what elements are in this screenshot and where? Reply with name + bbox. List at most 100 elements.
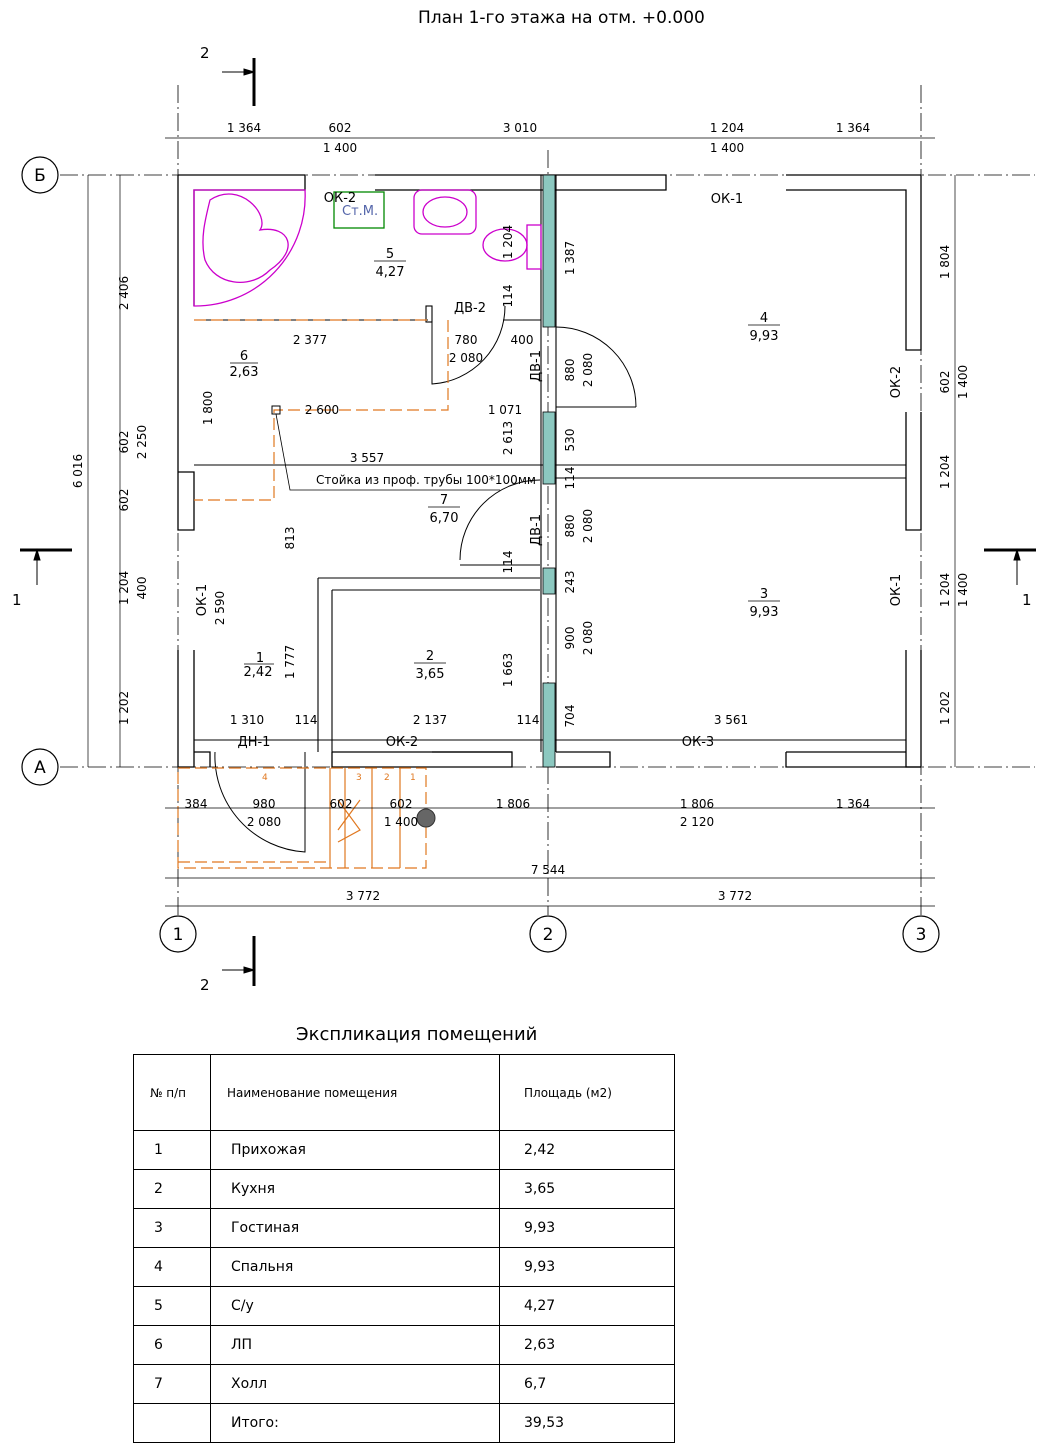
washer-box <box>333 191 385 229</box>
dim-text: 602 <box>117 489 131 512</box>
dim-text: 880 <box>563 359 577 382</box>
dim-text: 900 <box>563 627 577 650</box>
row-number: 5 <box>133 1286 211 1326</box>
dim-text: 1 071 <box>488 403 522 417</box>
dim-text: 3 557 <box>350 451 384 465</box>
dim-text: 1 400 <box>956 573 970 607</box>
row-number: 3 <box>133 1208 211 1248</box>
dim-text: 243 <box>563 571 577 594</box>
dim-text: 980 <box>253 797 276 811</box>
room-number: 1 <box>256 651 264 666</box>
dim-text: 3 010 <box>503 121 537 135</box>
dim-text: 1 204 <box>710 121 744 135</box>
dim-text: 1 364 <box>227 121 261 135</box>
door-swings <box>214 305 637 853</box>
dim-text: 400 <box>135 577 149 600</box>
section-mark-label: 2 <box>200 976 210 994</box>
row-area: 4,27 <box>499 1286 675 1326</box>
row-name: Прихожая <box>210 1130 500 1170</box>
plumbing-fixtures <box>193 189 542 307</box>
dim-text: 1 202 <box>117 691 131 725</box>
room-area: 3,65 <box>416 667 445 682</box>
axis-bubble-1 <box>159 915 197 953</box>
dim-text: 1 364 <box>836 797 870 811</box>
row-number: 4 <box>133 1247 211 1287</box>
row-area: 2,63 <box>499 1325 675 1365</box>
dim-text: 602 <box>330 797 353 811</box>
dim-text: 2 137 <box>413 713 447 727</box>
axis-label-b: Б <box>34 166 46 186</box>
table-row: 4 Спальня 9,93 <box>133 1247 675 1287</box>
axis-bubble-3 <box>902 915 940 953</box>
dim-text: 1 400 <box>710 141 744 155</box>
row-area: 6,7 <box>499 1364 675 1404</box>
dim-text: 6 016 <box>71 454 85 488</box>
leader-line <box>275 413 500 491</box>
dim-text: 1 387 <box>563 241 577 275</box>
room-area: 2,63 <box>230 365 259 380</box>
dim-text: 1 663 <box>501 653 515 687</box>
row-name: Холл <box>210 1364 500 1404</box>
room-number: 4 <box>760 311 768 326</box>
row-area: 3,65 <box>499 1169 675 1209</box>
dim-text: 1 806 <box>496 797 530 811</box>
room-area: 4,27 <box>376 265 405 280</box>
stair-step-number: 1 <box>410 773 416 783</box>
dim-text: 1 204 <box>938 455 952 489</box>
room-area: 2,42 <box>244 665 273 680</box>
dim-text: 1 806 <box>680 797 714 811</box>
dim-text: 7 544 <box>531 863 565 877</box>
dim-text: 3 561 <box>714 713 748 727</box>
explication-table: № п/п Наименование помещения Площадь (м2… <box>133 1054 675 1443</box>
dim-text: 813 <box>283 527 297 550</box>
table-row: 7 Холл 6,7 <box>133 1364 675 1404</box>
dim-text: 1 400 <box>384 815 418 829</box>
row-area: 2,42 <box>499 1130 675 1170</box>
dim-text: 1 400 <box>956 365 970 399</box>
row-number: 7 <box>133 1364 211 1404</box>
explication-title: Экспликация помещений <box>296 1024 538 1045</box>
row-number: 6 <box>133 1325 211 1365</box>
table-total-row: Итого: 39,53 <box>133 1403 675 1443</box>
dim-text: 1 800 <box>201 391 215 425</box>
row-name: Гостиная <box>210 1208 500 1248</box>
room-number: 2 <box>426 649 434 664</box>
table-row: 6 ЛП 2,63 <box>133 1325 675 1365</box>
table-row: 3 Гостиная 9,93 <box>133 1208 675 1248</box>
room-number: 5 <box>386 247 394 262</box>
room-number: 6 <box>240 349 248 364</box>
downpipe <box>416 808 436 828</box>
dim-text: 2 080 <box>449 351 483 365</box>
axis-bubble-b <box>21 156 59 194</box>
dim-text: 602 <box>390 797 413 811</box>
opening-mark: ОК-1 <box>195 584 210 616</box>
axis-bubble-2 <box>529 915 567 953</box>
opening-mark: ОК-1 <box>889 574 904 606</box>
room-area: 9,93 <box>750 605 779 620</box>
stair-step-number: 2 <box>384 773 390 783</box>
dim-text: 2 600 <box>305 403 339 417</box>
room-tags: 1 2,42 2 3,65 3 9,93 4 9,93 5 4,27 6 2,6… <box>230 247 779 682</box>
total-area: 39,53 <box>499 1403 675 1443</box>
opening-mark: ОК-1 <box>711 192 743 207</box>
stair-step-number: 4 <box>262 773 268 783</box>
column-note: Стойка из проф. трубы 100*100мм <box>316 473 536 487</box>
section-mark-label: 1 <box>1022 591 1032 609</box>
stair-step-number: 3 <box>356 773 362 783</box>
opening-mark: ДВ-1 <box>529 350 544 382</box>
dim-text: 530 <box>563 429 577 452</box>
room-number: 7 <box>440 493 448 508</box>
dim-text: 1 364 <box>836 121 870 135</box>
dim-text: 114 <box>563 467 577 490</box>
dim-text: 3 772 <box>718 889 752 903</box>
dim-text: 1 204 <box>501 225 515 259</box>
opening-mark: ОК-2 <box>386 735 418 750</box>
room-tag-underlines <box>230 260 780 665</box>
dim-text: 1 310 <box>230 713 264 727</box>
axis-label-2: 2 <box>543 925 554 945</box>
dim-text: 2 406 <box>117 276 131 310</box>
opening-mark: ДН-1 <box>238 735 271 750</box>
dim-text: 114 <box>501 551 515 574</box>
section-marks <box>20 58 1036 986</box>
axis-label-1: 1 <box>173 925 184 945</box>
